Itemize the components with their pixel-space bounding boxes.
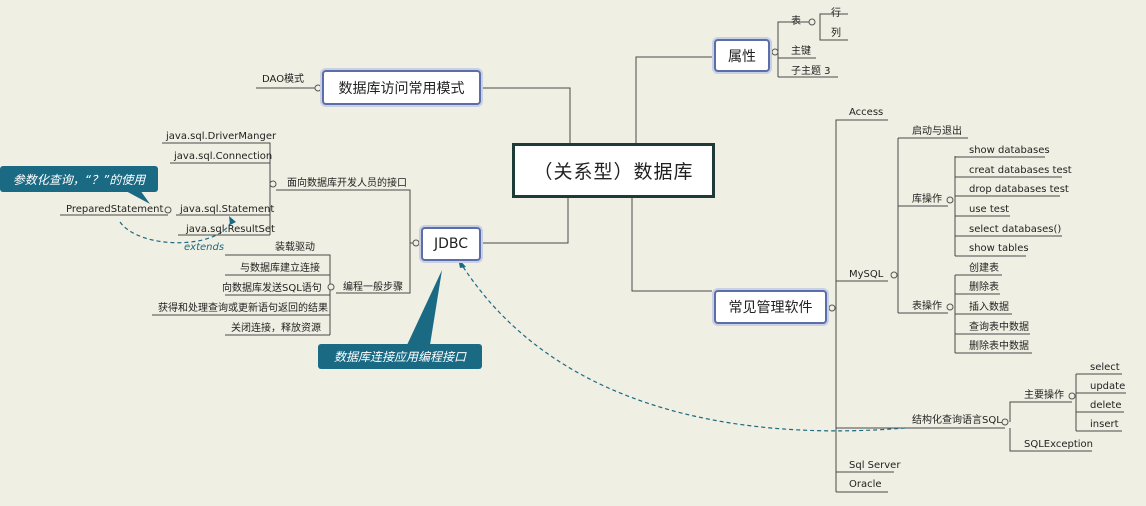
central-topic[interactable]: （关系型）数据库: [512, 143, 715, 198]
topic-mgmt-software[interactable]: 常见管理软件: [714, 290, 827, 324]
sql-exception[interactable]: SQLException: [1024, 439, 1094, 450]
db-op-create-database[interactable]: creat databases test: [969, 165, 1072, 176]
topic-attribute[interactable]: 属性: [714, 39, 770, 72]
jdbc-interface-statement[interactable]: java.sql.Statement: [180, 204, 275, 215]
attr-row[interactable]: 行: [831, 8, 841, 19]
mysql-db-ops-label[interactable]: 库操作: [912, 194, 942, 205]
jdbc-steps-label[interactable]: 编程一般步骤: [343, 282, 403, 293]
topic-dao-pattern[interactable]: 数据库访问常用模式: [322, 70, 481, 105]
db-op-use[interactable]: use test: [969, 204, 1010, 215]
sql-main-ops-label[interactable]: 主要操作: [1024, 390, 1064, 401]
db-op-drop-database[interactable]: drop databases test: [969, 184, 1069, 195]
mgmt-mysql[interactable]: MySQL: [849, 269, 884, 280]
jdbc-step-close[interactable]: 关闭连接，释放资源: [231, 323, 321, 334]
table-op-drop[interactable]: 删除表: [969, 282, 999, 293]
db-op-show-tables[interactable]: show tables: [969, 243, 1029, 254]
table-op-insert[interactable]: 插入数据: [969, 302, 1009, 313]
jdbc-interface-connection[interactable]: java.sql.Connection: [174, 151, 273, 162]
jdbc-step-connect[interactable]: 与数据库建立连接: [240, 263, 320, 274]
jdbc-interface-drivermanager[interactable]: java.sql.DriverManger: [166, 131, 277, 142]
sql-op-select[interactable]: select: [1090, 362, 1120, 373]
dao-item[interactable]: DAO模式: [262, 74, 305, 85]
jdbc-interface-resultset[interactable]: java.sql.ResultSet: [186, 224, 275, 235]
jdbc-prepared-statement[interactable]: PreparedStatement: [66, 204, 164, 215]
topic-jdbc[interactable]: JDBC: [421, 227, 481, 261]
db-op-select-database[interactable]: select databases(): [969, 224, 1062, 235]
jdbc-interfaces-label[interactable]: 面向数据库开发人员的接口: [287, 178, 407, 189]
db-op-show-databases[interactable]: show databases: [969, 145, 1050, 156]
attr-column[interactable]: 列: [831, 28, 841, 39]
sql-op-update[interactable]: update: [1090, 381, 1126, 392]
sql-label[interactable]: 结构化查询语言SQL: [912, 415, 1002, 426]
attr-sub-topic[interactable]: 子主题 3: [791, 66, 831, 77]
mgmt-oracle[interactable]: Oracle: [849, 479, 882, 490]
table-op-query[interactable]: 查询表中数据: [969, 322, 1029, 333]
attr-table[interactable]: 表: [791, 16, 801, 27]
extends-label: extends: [184, 242, 225, 253]
table-op-delete-data[interactable]: 删除表中数据: [969, 341, 1029, 352]
mysql-start-exit[interactable]: 启动与退出: [912, 126, 962, 137]
jdbc-step-load-driver[interactable]: 装载驱动: [275, 242, 315, 253]
mysql-table-ops-label[interactable]: 表操作: [912, 301, 942, 312]
sql-op-insert[interactable]: insert: [1090, 419, 1119, 430]
mgmt-access[interactable]: Access: [849, 107, 884, 118]
table-op-create[interactable]: 创建表: [969, 263, 999, 274]
attr-primary-key[interactable]: 主键: [791, 46, 811, 57]
callout-param-query[interactable]: 参数化查询，“？”的使用: [0, 166, 158, 192]
callout-jdbc-desc[interactable]: 数据库连接应用编程接口: [318, 344, 482, 369]
sql-op-delete[interactable]: delete: [1090, 400, 1122, 411]
jdbc-step-send-sql[interactable]: 向数据库发送SQL语句: [222, 283, 322, 294]
mgmt-sqlserver[interactable]: Sql Server: [849, 460, 901, 471]
jdbc-step-process-results[interactable]: 获得和处理查询或更新语句返回的结果: [158, 303, 328, 314]
